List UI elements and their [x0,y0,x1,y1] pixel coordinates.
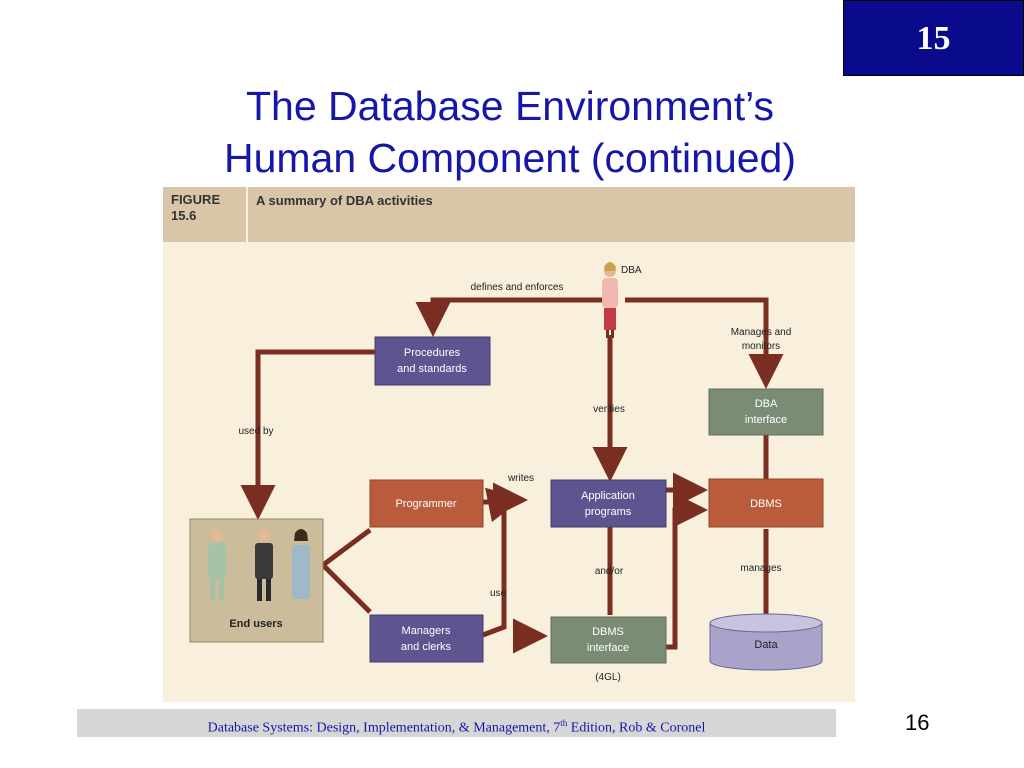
end-users-node: End users [189,518,324,643]
use-label: use [490,588,507,599]
defines-enforces-label: defines and enforces [471,282,564,293]
figure-label-number: 15.6 [171,208,197,223]
programmer-label: Programmer [395,498,456,510]
writes-label: writes [507,473,534,484]
line-endusers-managers [321,563,372,614]
arrow-dbms-interface-to-dbms [666,492,708,650]
procedures-label-line2: and standards [397,363,467,375]
arrow-use-dbms-interface [513,618,548,654]
slide-title-line1: The Database Environment’s [246,83,774,129]
manages-monitors-label-line2: monitors [742,341,780,352]
dba-activities-figure: FIGURE 15.6 A summary of DBA activities [163,187,855,702]
dba-interface-label-line2: interface [745,414,787,426]
figure-caption: A summary of DBA activities [256,193,433,208]
edge-labels: DBA defines and enforces Manages and mon… [238,265,791,683]
connector-lines [240,297,784,654]
figure-label-word: FIGURE [171,192,221,207]
manages-monitors-label-line1: Manages and [731,327,792,338]
dba-interface-node: DBA interface [708,388,824,436]
arrow-defines-enforces [415,297,603,337]
dba-interface-label-line1: DBA [755,398,778,410]
manages-label: manages [740,563,781,574]
dbms-label: DBMS [750,498,782,510]
footer-text-after: Edition, Rob & Coronel [567,720,706,736]
procedures-label-line1: Procedures [404,347,461,359]
managers-label-line2: and clerks [401,641,452,653]
and-or-label: and/or [595,566,624,577]
footer-superscript: th [560,718,568,728]
page-number: 16 [905,710,930,735]
arrow-use-application [482,482,528,638]
figure-label: FIGURE 15.6 [171,192,220,224]
footer-citation: Database Systems: Design, Implementation… [77,709,836,743]
footer-bar: Database Systems: Design, Implementation… [77,709,836,737]
data-cylinder-node: Data [709,613,823,671]
footer-text-before: Database Systems: Design, Implementation… [207,720,561,736]
dba-person-icon [602,262,618,338]
verifies-label: verifies [593,404,625,415]
4gl-label: (4GL) [595,672,621,683]
figure-header: FIGURE 15.6 A summary of DBA activities [163,187,855,242]
procedures-standards-node: Procedures and standards [374,336,491,386]
dba-label: DBA [621,265,642,276]
app-programs-label-line2: programs [585,506,632,518]
managers-clerks-node: Managers and clerks [369,614,484,663]
dbms-interface-label-line2: interface [587,642,629,654]
end-users-people-icon [208,529,310,601]
figure-header-divider [246,187,248,242]
application-programs-node: Application programs [550,479,667,528]
data-label: Data [754,639,778,651]
chapter-badge: 15 [843,0,1024,76]
dbms-interface-label-line1: DBMS [592,626,624,638]
managers-label-line1: Managers [402,625,451,637]
app-programs-label-line1: Application [581,490,635,502]
arrow-manages-monitors [625,297,784,389]
dba-diagram: End users Procedures and standards DBA i… [189,262,824,683]
programmer-node: Programmer [369,479,484,528]
slide-title-line2: Human Component (continued) [223,135,797,181]
used-by-label: used by [238,426,273,437]
end-users-label: End users [229,618,282,630]
dbms-node: DBMS [708,478,824,528]
line-endusers-programmer [321,527,372,568]
dbms-interface-node: DBMS interface [550,616,667,664]
slide-title: The Database Environment’s Human Compone… [120,80,900,184]
arrow-used-by [240,349,375,520]
